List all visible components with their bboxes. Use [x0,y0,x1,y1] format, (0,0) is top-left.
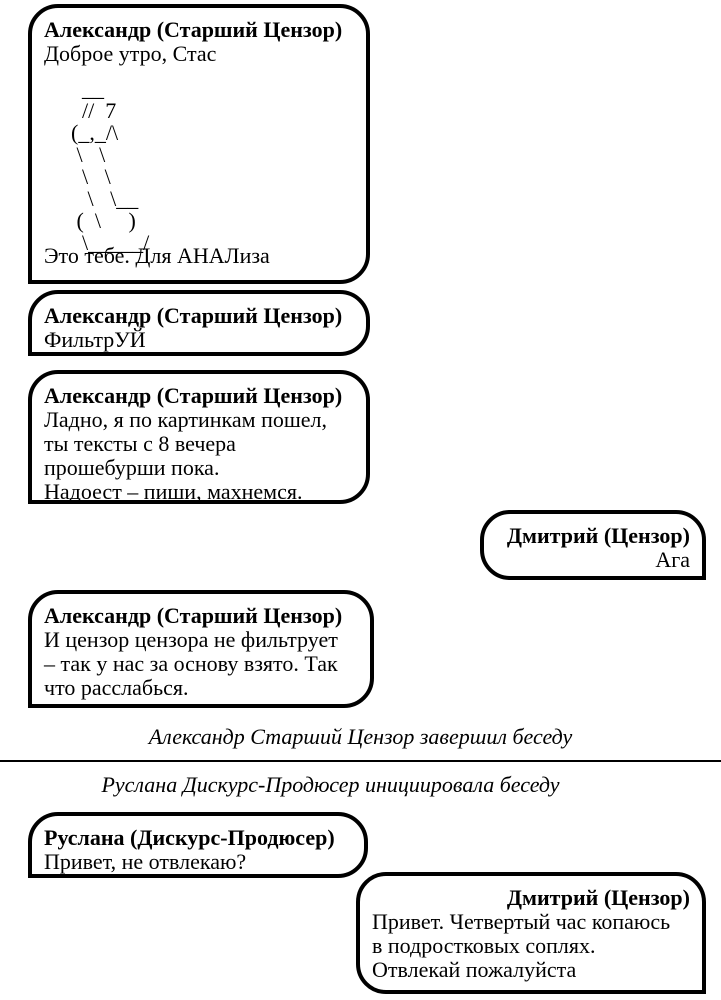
message-sender: Руслана (Дискурс-Продюсер) [44,825,335,850]
message-bubble: Александр (Старший Цензор) ФильтрУЙ [28,290,370,356]
message-text: Доброе утро, Стас [44,41,217,66]
message-sender: Александр (Старший Цензор) [44,303,343,328]
message-text: И цензор цензора не фильтрует [44,627,338,652]
message-sender: Дмитрий (Цензор) [506,523,690,548]
message-text: Ладно, я по картинкам пошел, [44,407,328,432]
message-text: ФильтрУЙ [44,327,146,352]
conversation-ended-notice: Александр Старший Цензор завершил беседу [148,724,573,749]
message-text: что расслабься. [44,675,189,700]
message-text: – так у нас за основу взято. Так [44,651,338,676]
message-sender: Александр (Старший Цензор) [44,603,343,628]
message-text: прошебурши пока. [44,455,220,480]
message-text: Отвлекай пожалуйста [372,957,577,982]
message-text: Ага [655,547,690,572]
message-bubble: Дмитрий (Цензор) Ага [480,510,706,580]
message-sender: Александр (Старший Цензор) [44,17,343,42]
message-text: Надоест – пиши, махнемся. [44,479,303,504]
message-sender: Дмитрий (Цензор) [506,885,690,910]
message-bubble: Александр (Старший Цензор) Ладно, я по к… [28,370,370,504]
message-sender: Александр (Старший Цензор) [44,383,343,408]
message-bubble: Руслана (Дискурс-Продюсер) Привет, не от… [28,812,368,878]
message-text: ты тексты с 8 вечера [44,431,236,456]
message-bubble: Александр (Старший Цензор) Доброе утро, … [28,4,370,284]
conversation-started-notice: Руслана Дискурс-Продюсер инициировала бе… [101,772,560,797]
message-bubble: Александр (Старший Цензор) И цензор ценз… [28,590,374,708]
divider [0,760,721,762]
message-text: в подростковых соплях. [372,933,596,958]
message-text: Это тебе. Для АНАЛиза [44,243,270,268]
message-bubble: Дмитрий (Цензор) Привет. Четвертый час к… [356,872,706,994]
message-text: Привет. Четвертый час копаюсь [372,909,671,934]
ascii-art: __ // 7 (_,_/\ \ \ \ \ \ \__ ( \ ) \____… [71,76,150,255]
message-text: Привет, не отвлекаю? [44,849,247,874]
